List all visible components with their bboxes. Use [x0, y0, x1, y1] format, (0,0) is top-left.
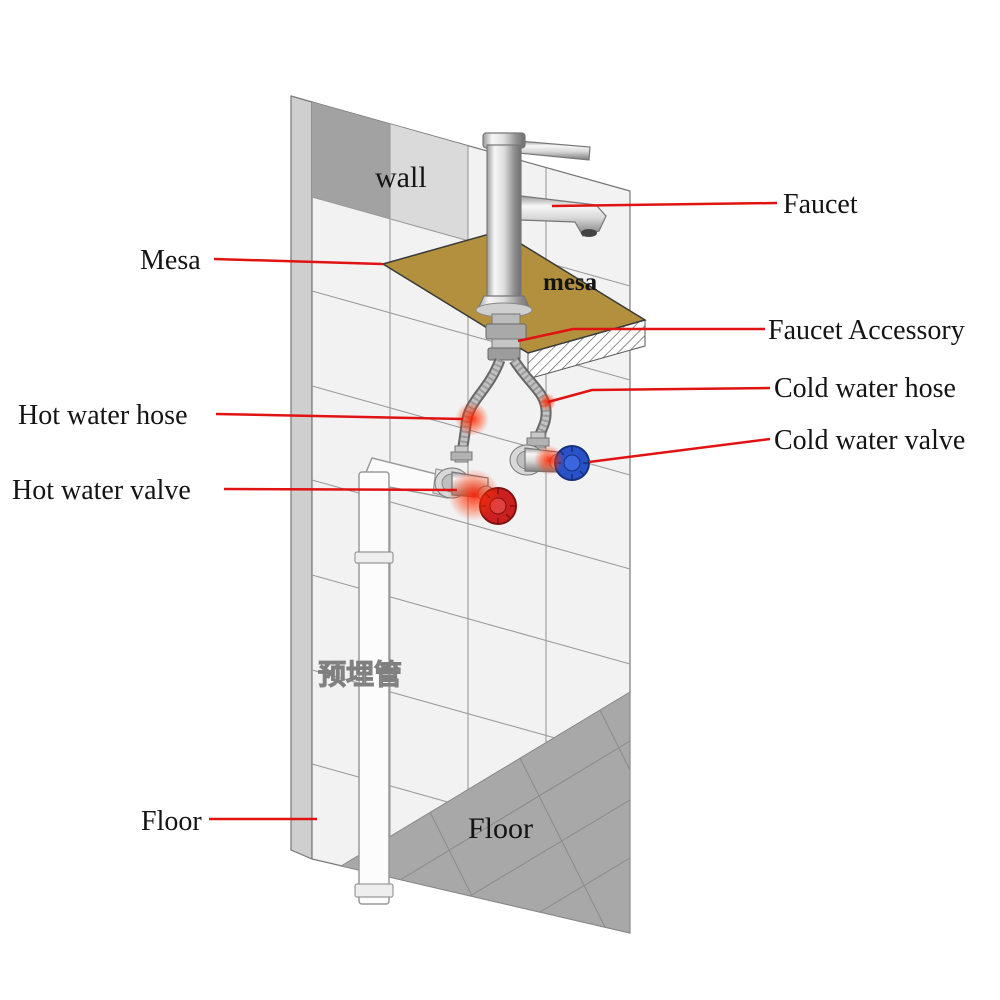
accessory-shank: [491, 313, 521, 325]
faucet-body: [486, 144, 522, 301]
faucet-accessory-graphic: [485, 313, 527, 361]
cold-valve-highlight: [534, 445, 564, 475]
cold-water-hose-label: Cold water hose: [774, 373, 956, 404]
floor-graphic: [339, 691, 631, 934]
floor-surface-label: Floor: [468, 812, 533, 845]
faucet-accessory-label: Faucet Accessory: [768, 315, 965, 346]
accessory-washer: [491, 338, 521, 349]
hot-valve-outlet-nut: [450, 451, 473, 461]
wall-label: wall: [375, 161, 427, 194]
hot-water-valve-leader-line: [223, 487, 458, 492]
cold-water-hose-leader-line: [547, 386, 771, 404]
embedded-pipe-label: 预埋管: [318, 658, 402, 691]
faucet-handle-lever: [517, 140, 591, 161]
hot-water-hose-leader-line: [215, 412, 464, 421]
pipe-bottom-collar: [354, 883, 394, 898]
mesa-label: Mesa: [140, 245, 201, 276]
cold-valve-outlet-nut: [526, 437, 550, 447]
pipe-joint-collar: [354, 551, 394, 564]
faucet-label: Faucet: [783, 189, 858, 220]
faucet-graphic: [475, 132, 607, 318]
floor-surface-shape: [339, 691, 631, 934]
mesa-leader-line: [213, 257, 384, 266]
faucet-accessory-leader-line: [517, 327, 765, 343]
accessory-coupling: [487, 347, 521, 361]
floor-label: Floor: [141, 806, 202, 837]
mesa-on-counter-label: mesa: [543, 269, 598, 296]
hot-water-hose-label: Hot water hose: [18, 400, 188, 431]
cold-water-valve-label: Cold water valve: [774, 425, 965, 456]
accessory-mounting-nut: [485, 323, 527, 340]
pipe-vertical: [358, 471, 390, 905]
cold-valve-handle-center: [563, 454, 581, 472]
shaded-tile: [390, 124, 468, 241]
hot-hose-highlight: [455, 402, 489, 436]
cold-hose-highlight: [538, 393, 556, 411]
leader-lines: [209, 201, 778, 821]
hot-valve-highlight: [448, 469, 500, 521]
faucet-spout-opening: [581, 229, 597, 237]
hot-water-valve-label: Hot water valve: [12, 475, 191, 506]
wall-side-face: [290, 95, 313, 860]
faucet-leader-line: [551, 201, 778, 208]
dark-tile: [312, 102, 390, 219]
cold-water-valve-leader-line: [588, 437, 771, 464]
